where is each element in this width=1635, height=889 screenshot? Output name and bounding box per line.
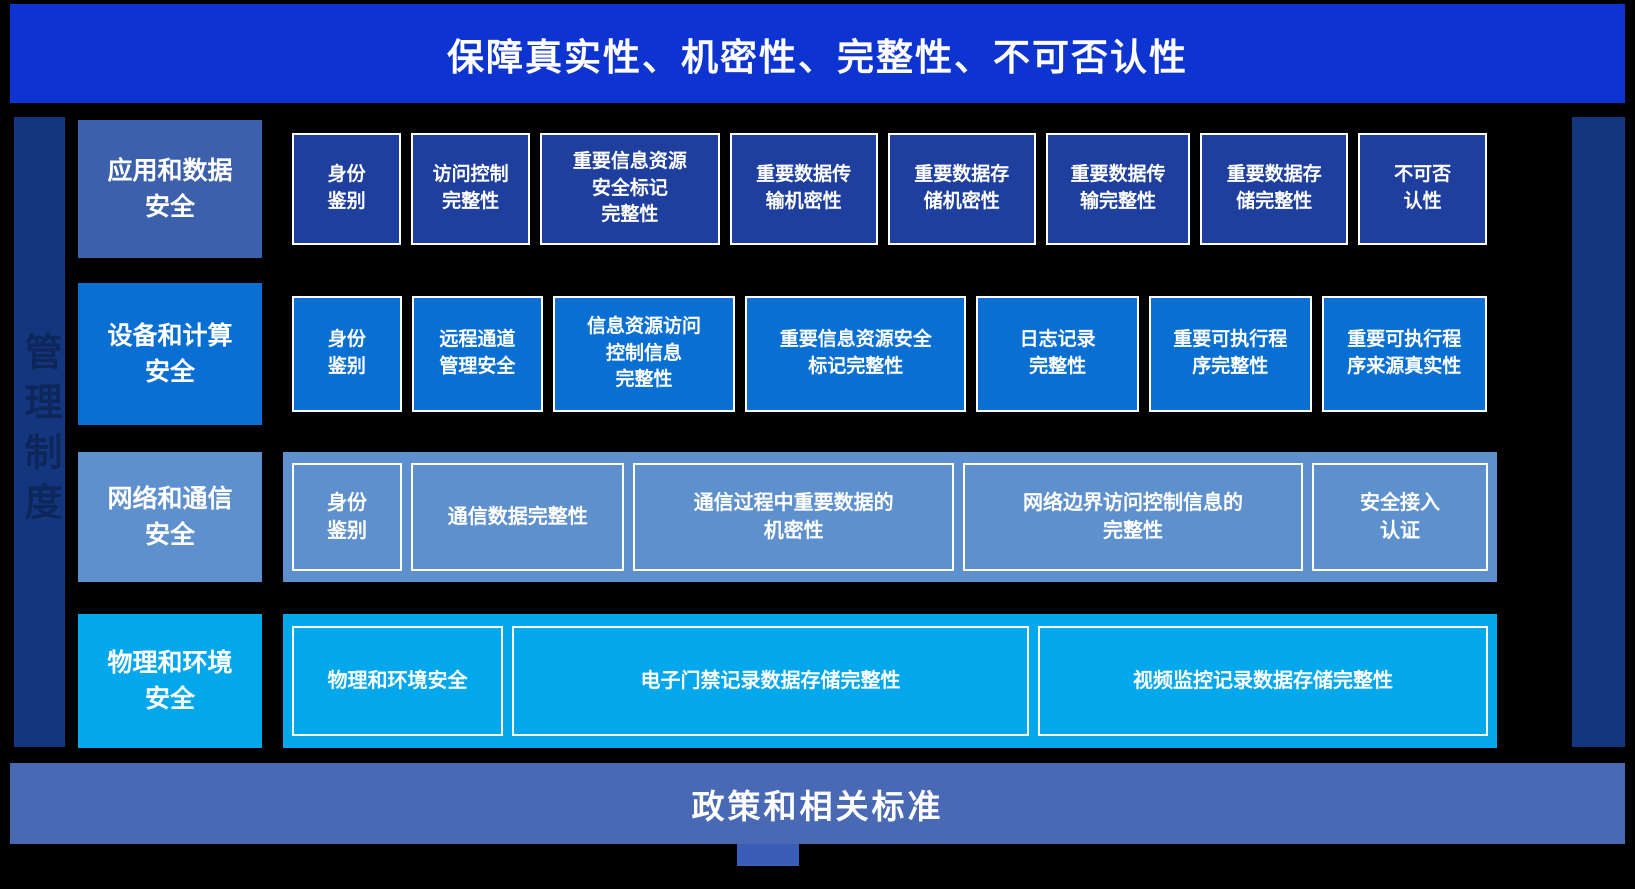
framework-item: 远程通道 管理安全 (411, 296, 543, 412)
framework-item: 物理和环境安全 (292, 626, 504, 736)
row-items-application-data-security: 身份 鉴别 访问控制 完整性 重要信息资源 安全标记 完整性 重要数据传 输机密… (292, 133, 1487, 245)
framework-item: 重要信息资源安全 标记完整性 (745, 296, 967, 412)
framework-item: 重要可执行程 序来源真实性 (1321, 296, 1487, 412)
framework-item: 重要数据存 储完整性 (1200, 133, 1349, 245)
framework-item: 身份 鉴别 (292, 463, 403, 571)
framework-item: 重要数据传 输完整性 (1045, 133, 1191, 245)
framework-item: 安全接入 认证 (1312, 463, 1489, 571)
framework-item: 重要数据传 输机密性 (729, 133, 878, 245)
framework-item: 重要可执行程 序完整性 (1148, 296, 1312, 412)
framework-item: 视频监控记录数据存储完整性 (1037, 626, 1488, 736)
framework-item: 访问控制 完整性 (411, 133, 531, 245)
right-side-bar (1572, 117, 1625, 747)
framework-item: 不可否 认性 (1358, 133, 1487, 245)
row-label-physical-environmental-security: 物理和环境 安全 (78, 614, 262, 748)
bottom-notch (737, 844, 799, 866)
row-items-network-communication-security: 身份 鉴别 通信数据完整性 通信过程中重要数据的 机密性 网络边界访问控制信息的… (283, 452, 1497, 582)
left-side-bar-label: 管理制度 (18, 332, 60, 532)
top-banner: 保障真实性、机密性、完整性、不可否认性 (10, 4, 1625, 103)
row-label-network-communication-security: 网络和通信 安全 (78, 452, 262, 582)
framework-item: 日志记录 完整性 (976, 296, 1139, 412)
top-banner-title: 保障真实性、机密性、完整性、不可否认性 (447, 36, 1188, 78)
row-items-physical-environmental-security: 物理和环境安全 电子门禁记录数据存储完整性 视频监控记录数据存储完整性 (283, 614, 1497, 748)
row-items-device-computing-security: 身份 鉴别 远程通道 管理安全 信息资源访问 控制信息 完整性 重要信息资源安全… (292, 296, 1487, 412)
framework-item: 重要数据存 储机密性 (887, 133, 1036, 245)
row-label-device-computing-security: 设备和计算 安全 (78, 283, 262, 425)
row-label-application-data-security: 应用和数据 安全 (78, 120, 262, 258)
framework-item: 身份 鉴别 (292, 296, 402, 412)
framework-item: 身份 鉴别 (292, 133, 402, 245)
framework-item: 通信数据完整性 (411, 463, 625, 571)
framework-item: 信息资源访问 控制信息 完整性 (552, 296, 736, 412)
bottom-banner: 政策和相关标准 (10, 763, 1625, 844)
framework-item: 重要信息资源 安全标记 完整性 (540, 133, 720, 245)
framework-item: 电子门禁记录数据存储完整性 (512, 626, 1029, 736)
left-side-bar: 管理制度 (14, 117, 65, 747)
framework-item: 网络边界访问控制信息的 完整性 (962, 463, 1304, 571)
bottom-banner-title: 政策和相关标准 (691, 787, 944, 825)
framework-item: 通信过程中重要数据的 机密性 (633, 463, 954, 571)
